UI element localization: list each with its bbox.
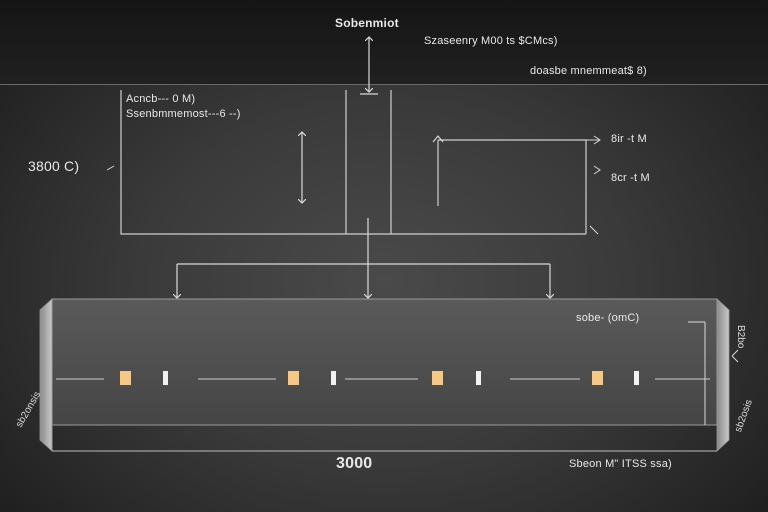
right-inner-box-tick — [432, 135, 444, 143]
marker-amber-3 — [432, 371, 443, 385]
rail-body — [51, 298, 718, 426]
upper-note-line-1: Acncb--- 0 M) — [126, 93, 196, 105]
upper-right-tick-1: 8ir -t M — [611, 133, 647, 145]
rail-bottom-right-caption: Sbeon M" ITSS ssa) — [569, 458, 672, 470]
marker-white-3 — [476, 371, 481, 385]
marker-white-2 — [331, 371, 336, 385]
rail-side-arrow-right — [731, 349, 739, 363]
right-dim-arrow-2 — [593, 165, 601, 175]
upper-right-tick-2: 8cr -t M — [611, 172, 650, 184]
header-band — [0, 0, 768, 85]
marker-white-1 — [163, 371, 168, 385]
rail-right-cap — [716, 298, 730, 452]
upper-block-outline — [120, 90, 586, 235]
diagram-title: Sobenmiot — [335, 16, 399, 30]
marker-amber-2 — [288, 371, 299, 385]
right-dim-arrow-1 — [593, 135, 601, 145]
header-right-label-2: doasbe mnemmeat$ 8) — [530, 65, 647, 77]
marker-white-4 — [634, 371, 639, 385]
right-inner-box — [438, 139, 587, 234]
rail-right-caption: sobe- (omC) — [576, 312, 640, 324]
upper-left-value: 3800 C) — [28, 158, 80, 174]
rail-bottom-value: 3000 — [336, 455, 373, 472]
upper-note-line-2: Ssenbmmemost---6 --) — [126, 108, 241, 120]
header-right-label-1: Szaseenry M00 ts $CMcs) — [424, 35, 558, 47]
rail-left-cap — [39, 298, 53, 452]
rail-right-side-label-1: B2bo — [735, 325, 746, 349]
corner-tick — [589, 225, 599, 235]
marker-amber-4 — [592, 371, 603, 385]
left-value-tick — [106, 165, 115, 171]
marker-amber-1 — [120, 371, 131, 385]
